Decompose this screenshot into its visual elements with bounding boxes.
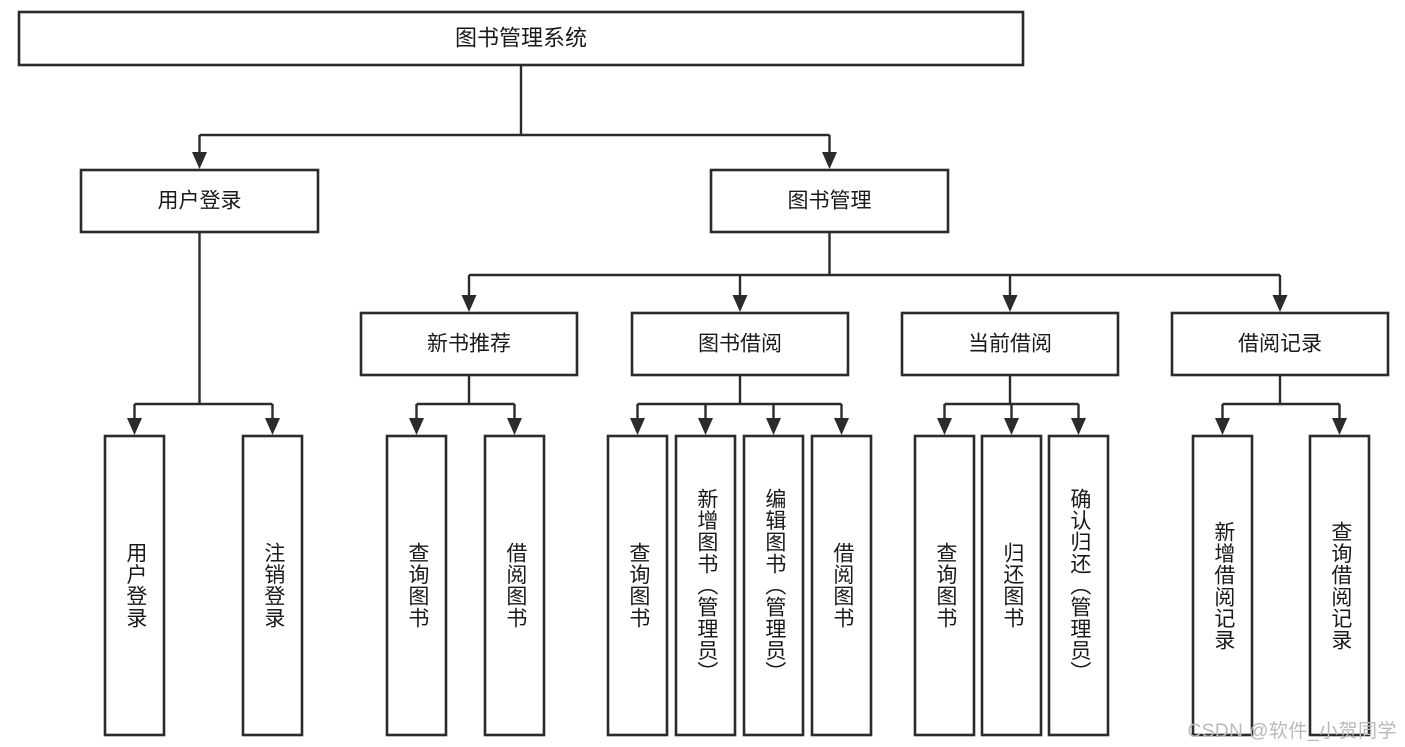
node-label: 用户登录: [158, 190, 242, 213]
node-label: 借阅记录: [1238, 333, 1322, 356]
level3-node[interactable]: 借阅记录: [1170, 311, 1390, 377]
arrow-head-icon: [630, 418, 645, 435]
connector-layer: [127, 65, 1347, 435]
level3-node[interactable]: 图书借阅: [630, 311, 850, 377]
leaf-node[interactable]: [241, 434, 304, 737]
arrow-head-icon: [409, 418, 424, 435]
node-label: 当前借阅: [968, 333, 1052, 356]
level2-node[interactable]: 图书管理: [709, 168, 950, 234]
level2-node[interactable]: 用户登录: [79, 168, 320, 234]
leaf-node[interactable]: [674, 434, 737, 737]
root-node[interactable]: 图书管理系统: [17, 10, 1025, 67]
leaf-node[interactable]: [913, 434, 976, 737]
arrow-head-icon: [698, 418, 713, 435]
leaf-node[interactable]: [980, 434, 1043, 737]
arrow-head-icon: [265, 418, 280, 435]
arrow-head-icon: [507, 418, 522, 435]
node-label: 图书管理系统: [455, 25, 587, 50]
arrow-head-icon: [834, 418, 849, 435]
arrow-head-icon: [1002, 295, 1018, 312]
arrow-head-icon: [1272, 295, 1288, 312]
level3-node[interactable]: 当前借阅: [900, 311, 1120, 377]
arrow-head-icon: [1004, 418, 1019, 435]
level3-node[interactable]: 新书推荐: [359, 311, 579, 377]
leaf-node[interactable]: [606, 434, 669, 737]
node-label: 图书管理: [788, 190, 872, 213]
arrow-head-icon: [1071, 418, 1086, 435]
leaf-node[interactable]: [1047, 434, 1110, 737]
leaf-node[interactable]: [742, 434, 805, 737]
leaf-node[interactable]: [810, 434, 873, 737]
node-label: 图书借阅: [698, 333, 782, 356]
arrow-head-icon: [127, 418, 142, 435]
watermark: CSDN @软件_小贺同学: [1187, 721, 1397, 742]
arrow-head-icon: [1332, 418, 1347, 435]
arrow-head-icon: [937, 418, 952, 435]
node-label: 新书推荐: [427, 333, 511, 356]
arrow-head-icon: [822, 152, 837, 169]
leaf-node[interactable]: [1191, 434, 1254, 737]
leaf-node[interactable]: [103, 434, 166, 737]
arrow-head-icon: [1215, 418, 1230, 435]
arrow-head-icon: [461, 295, 477, 312]
arrow-head-icon: [732, 295, 748, 312]
arrow-head-icon: [192, 152, 207, 169]
leaf-node[interactable]: [385, 434, 448, 737]
arrow-head-icon: [766, 418, 781, 435]
leaf-node[interactable]: [483, 434, 546, 737]
leaf-node[interactable]: [1308, 434, 1371, 737]
